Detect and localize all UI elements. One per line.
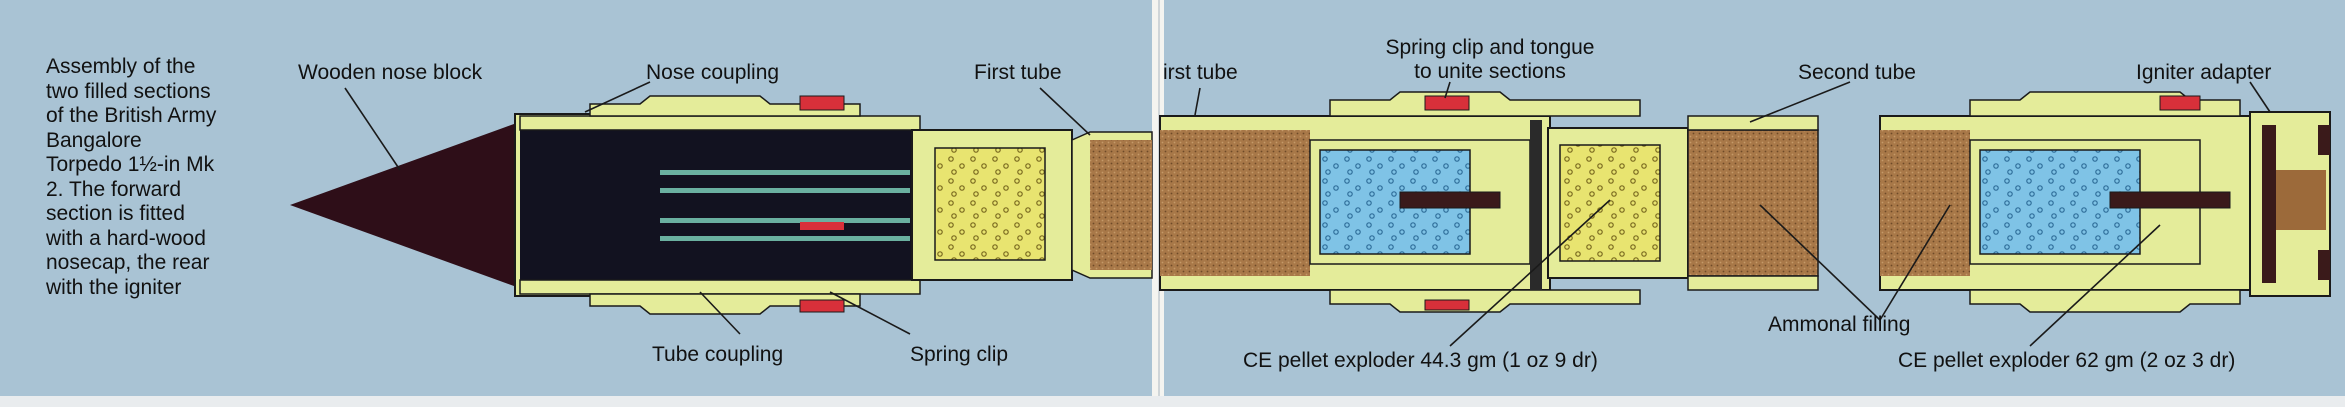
wooden-nose-block-shape [290, 120, 525, 290]
label-first-tube-left: First tube [974, 61, 1062, 84]
label-nose-coupling: Nose coupling [646, 61, 780, 84]
label-ce-pellet-exploder-1: CE pellet exploder 44.3 gm (1 oz 9 dr) [1243, 349, 1598, 372]
label-spring-clip-and-tongue: Spring clip and tongue to unite sections [1385, 36, 1595, 83]
label-wooden-nose-block: Wooden nose block [298, 61, 483, 84]
label-first-tube-right: irst tube [1163, 61, 1238, 84]
label-ammonal-filling: Ammonal filling [1768, 313, 1911, 336]
label-second-tube: Second tube [1798, 61, 1916, 84]
figure-caption: Assembly of the two filled sections of t… [46, 55, 217, 299]
label-spring-clip: Spring clip [910, 343, 1009, 366]
label-igniter-adapter: Igniter adapter [2136, 61, 2272, 84]
label-tube-coupling: Tube coupling [652, 343, 784, 366]
label-ce-pellet-exploder-2: CE pellet exploder 62 gm (2 oz 3 dr) [1898, 349, 2236, 372]
